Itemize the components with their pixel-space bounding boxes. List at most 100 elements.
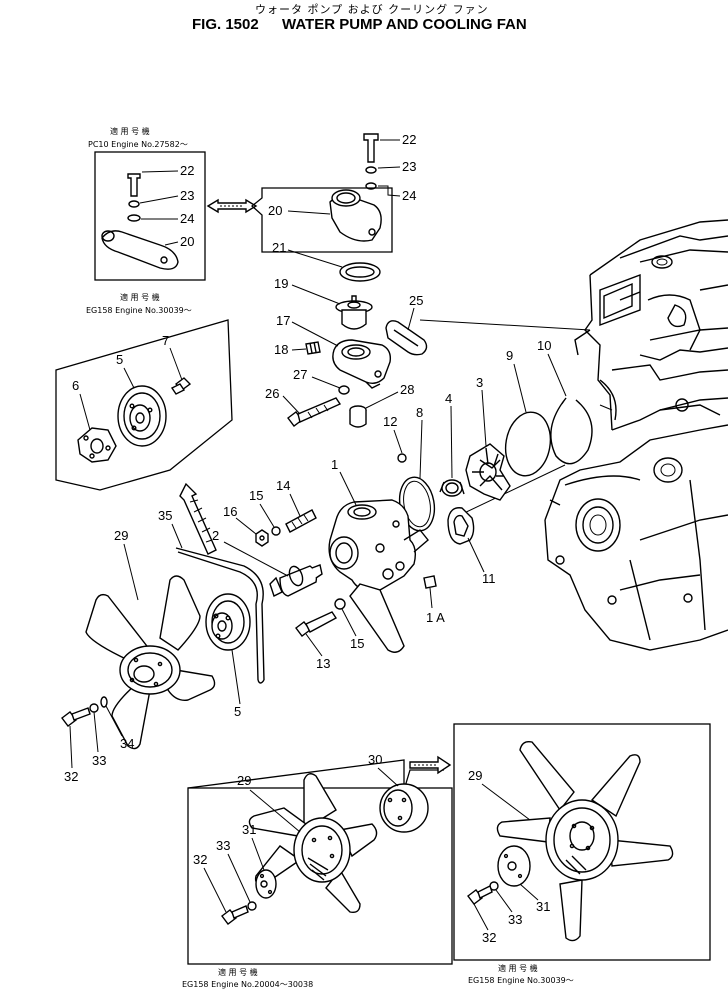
callout-32: 32 — [193, 852, 207, 867]
callout-29: 29 — [468, 768, 482, 783]
callout-20: 20 — [268, 203, 282, 218]
water-outlet-icon — [101, 230, 179, 270]
callout-22: 22 — [180, 163, 194, 178]
pump-gasket-drawing — [447, 507, 475, 545]
sleeve-drawing — [349, 405, 367, 428]
callout-2: 2 — [212, 528, 219, 543]
inset-fan-c-parts — [467, 740, 674, 942]
callout-16: 16 — [223, 504, 237, 519]
callout-15: 15 — [350, 636, 364, 651]
callout-10: 10 — [537, 338, 551, 353]
shaft-bearing-drawing — [269, 564, 323, 597]
washer-icon — [365, 166, 377, 174]
callout-9: 9 — [506, 348, 513, 363]
cooling-fan-drawing — [85, 575, 216, 750]
leader-line — [459, 464, 566, 516]
washer-drawing — [338, 385, 350, 395]
washer-icon — [365, 182, 377, 190]
callout-33: 33 — [216, 838, 230, 853]
long-bolt-drawing — [287, 397, 342, 427]
callout-27: 27 — [293, 367, 307, 382]
water-pump-body-drawing — [328, 499, 429, 653]
callout-1a: 1 A — [426, 610, 445, 625]
spacer-icon — [379, 783, 429, 833]
callout-21: 21 — [272, 240, 286, 255]
engine-block-drawing — [574, 219, 728, 431]
inset-caption: EG158 Engine No.20004～30038 — [182, 980, 313, 989]
callout-7: 7 — [162, 333, 169, 348]
callout-33: 33 — [92, 753, 106, 768]
inset-caption-jp: 適 用 号 機 — [110, 126, 150, 136]
inset-caption: PC10 Engine No.27582～ — [88, 140, 188, 149]
housing-gasket-drawing — [385, 320, 428, 356]
leader-line — [599, 404, 613, 411]
timing-cover-drawing — [544, 424, 728, 651]
callout-23: 23 — [180, 188, 194, 203]
thermostat-housing-drawing — [332, 339, 392, 389]
callout-20: 20 — [180, 234, 194, 249]
stud-bolt-drawing — [285, 509, 317, 533]
callout-32: 32 — [482, 930, 496, 945]
callout-18: 18 — [274, 342, 288, 357]
callout-34: 34 — [120, 736, 134, 751]
callout-29: 29 — [237, 773, 251, 788]
callout-5: 5 — [234, 704, 241, 719]
washer-drawing — [334, 598, 346, 610]
callout-5: 5 — [116, 352, 123, 367]
callout-3: 3 — [476, 375, 483, 390]
thermostat-gasket-drawing — [339, 262, 381, 282]
callout-33: 33 — [508, 912, 522, 927]
figure-number: FIG. 1502 — [192, 16, 259, 33]
fan-blade-icon — [303, 773, 337, 832]
callout-29: 29 — [114, 528, 128, 543]
plug-drawing — [305, 341, 321, 355]
callout-12: 12 — [383, 414, 397, 429]
double-arrow-icon — [206, 198, 258, 214]
callout-31: 31 — [536, 899, 550, 914]
callout-19: 19 — [274, 276, 288, 291]
inset-caption-jp: 適 用 号 機 — [498, 963, 538, 973]
callout-28: 28 — [400, 382, 414, 397]
inset-caption-jp: 適 用 号 機 — [120, 292, 160, 302]
callout-13: 13 — [316, 656, 330, 671]
callout-11: 11 — [482, 571, 496, 586]
callout-6: 6 — [72, 378, 79, 393]
bolt-icon — [127, 173, 141, 197]
inset-box-pc10 — [94, 151, 206, 281]
arrow-right-icon — [409, 755, 452, 775]
inset-box-eg158-a — [55, 319, 233, 491]
drain-plug-drawing — [397, 453, 407, 463]
bolt-13-drawing — [295, 611, 338, 637]
outlet-housing-parts — [329, 133, 382, 242]
callout-35: 35 — [158, 508, 172, 523]
bolt-icon — [363, 133, 379, 163]
fan-pulley-drawing — [205, 593, 251, 651]
figure-title: WATER PUMP AND COOLING FAN — [282, 16, 527, 33]
callout-23: 23 — [402, 159, 416, 174]
leader-line — [419, 319, 591, 331]
inset-pc10-parts — [101, 173, 179, 270]
plate-icon — [497, 845, 531, 887]
callout-22: 22 — [402, 132, 416, 147]
inset-fan-b-parts — [221, 773, 429, 925]
plate-icon — [255, 869, 277, 899]
washer-drawing — [271, 526, 281, 536]
inset-caption: EG158 Engine No.30039～ — [468, 976, 574, 985]
inset-pulley-parts — [77, 377, 192, 463]
callout-31: 31 — [242, 822, 256, 837]
belt-direction-arrow-icon — [179, 482, 217, 555]
fan-blade-icon — [519, 740, 575, 812]
thermostat-drawing — [335, 295, 373, 330]
callout-30: 30 — [368, 752, 382, 767]
callout-15: 15 — [249, 488, 263, 503]
callout-24: 24 — [402, 188, 416, 203]
impeller-drawing — [465, 443, 511, 501]
callout-17: 17 — [276, 313, 290, 328]
cover-gasket-drawing — [504, 411, 552, 477]
callout-25: 25 — [409, 293, 423, 308]
callout-8: 8 — [416, 405, 423, 420]
callout-26: 26 — [265, 386, 279, 401]
callout-14: 14 — [276, 478, 290, 493]
